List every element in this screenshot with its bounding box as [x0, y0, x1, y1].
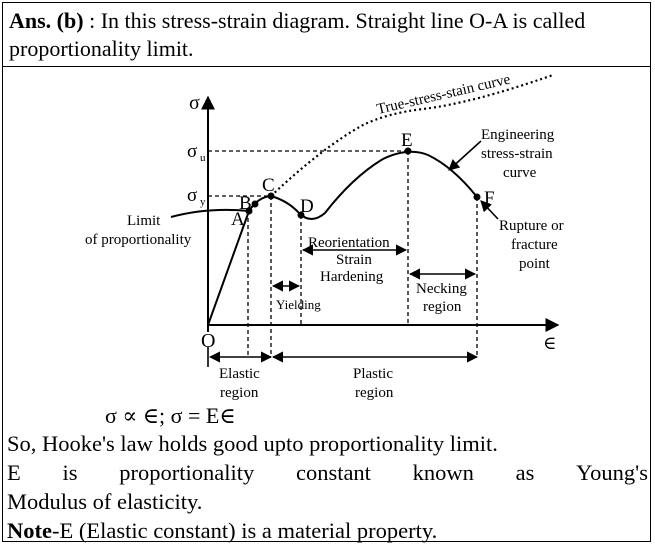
point-e-label: E: [401, 130, 413, 151]
young-word: proportionality: [119, 460, 255, 485]
point-c-label: C: [262, 175, 275, 196]
yielding-label: Yielding: [276, 297, 321, 312]
limit-label-1: Limit: [127, 213, 161, 229]
point-d-dot: [297, 211, 305, 219]
point-c-dot: [267, 192, 275, 200]
explanation-text: σ ∝ ∈; σ = E∈ So, Hooke's law holds good…: [7, 403, 648, 545]
point-a-label: A: [231, 209, 245, 230]
rupture-label-1: Rupture or: [499, 218, 564, 234]
hooke-line: So, Hooke's law holds good upto proporti…: [7, 431, 498, 456]
reorientation-label: Reorientation: [308, 235, 390, 251]
hooke-formula: σ ∝ ∈; σ = E∈: [105, 403, 236, 428]
eng-label-1: Engineering: [481, 127, 555, 143]
true-stress-curve: [270, 73, 554, 197]
diagram-svg: σ ∈ O σ u σ y A B C D E F True-stress-st…: [85, 72, 564, 401]
young-word: is: [62, 460, 78, 485]
answer-box: Ans. (b) : In this stress-strain diagram…: [3, 3, 650, 67]
plastic-label-2: region: [355, 385, 394, 401]
elastic-label-1: Elastic: [219, 366, 260, 382]
sigma-u-sub: u: [200, 152, 206, 164]
point-a-dot: [245, 207, 253, 215]
sigma-y-sub: y: [200, 196, 206, 208]
x-axis-symbol: ∈: [543, 333, 556, 353]
limit-curve-lead: [170, 208, 250, 218]
point-f-dot: [473, 193, 481, 201]
plastic-label-1: Plastic: [353, 366, 393, 382]
eng-label-2: stress-strain: [481, 146, 553, 162]
strain-label: Strain: [336, 252, 372, 268]
elastic-label-2: region: [220, 385, 259, 401]
young-word: Young's: [576, 460, 648, 485]
point-f-label: F: [484, 188, 495, 209]
eng-label-arrow: [448, 140, 482, 171]
necking-label-2: region: [423, 299, 462, 315]
point-b-label: B: [239, 193, 252, 214]
note-label: Note: [7, 518, 52, 543]
y-axis-symbol: σ: [189, 92, 200, 114]
young-word: constant: [295, 460, 371, 485]
rupture-arrow: [480, 200, 499, 220]
sigma-u-label: σ: [187, 141, 197, 162]
young-line: E is proportionality constant known as Y…: [7, 458, 648, 487]
necking-label-1: Necking: [416, 281, 467, 297]
point-b-dot: [251, 200, 259, 208]
point-d-label: D: [300, 196, 314, 217]
hardening-label: Hardening: [320, 269, 384, 285]
young-word: as: [515, 460, 535, 485]
point-e-dot: [404, 147, 412, 155]
modulus-line: Modulus of elasticity.: [7, 489, 203, 514]
origin-label: O: [201, 330, 215, 352]
rupture-label-2: fracture: [511, 237, 558, 253]
young-word: E: [7, 460, 21, 485]
rupture-label-3: point: [519, 256, 551, 272]
stress-strain-diagram: σ ∈ O σ u σ y A B C D E F True-stress-st…: [3, 67, 652, 412]
sigma-y-label: σ: [187, 185, 197, 206]
note-text: -E (Elastic constant) is a material prop…: [51, 518, 438, 543]
note-line: Note-E (Elastic constant) is a material …: [7, 516, 648, 545]
answer-label: Ans. (b): [9, 8, 84, 33]
limit-label-2: of proportionality: [85, 232, 192, 248]
young-word: known: [412, 460, 474, 485]
answer-text: : In this stress-strain diagram. Straigh…: [9, 8, 586, 61]
eng-label-3: curve: [503, 165, 537, 181]
true-curve-label: True-stress-stain curve: [375, 72, 512, 118]
